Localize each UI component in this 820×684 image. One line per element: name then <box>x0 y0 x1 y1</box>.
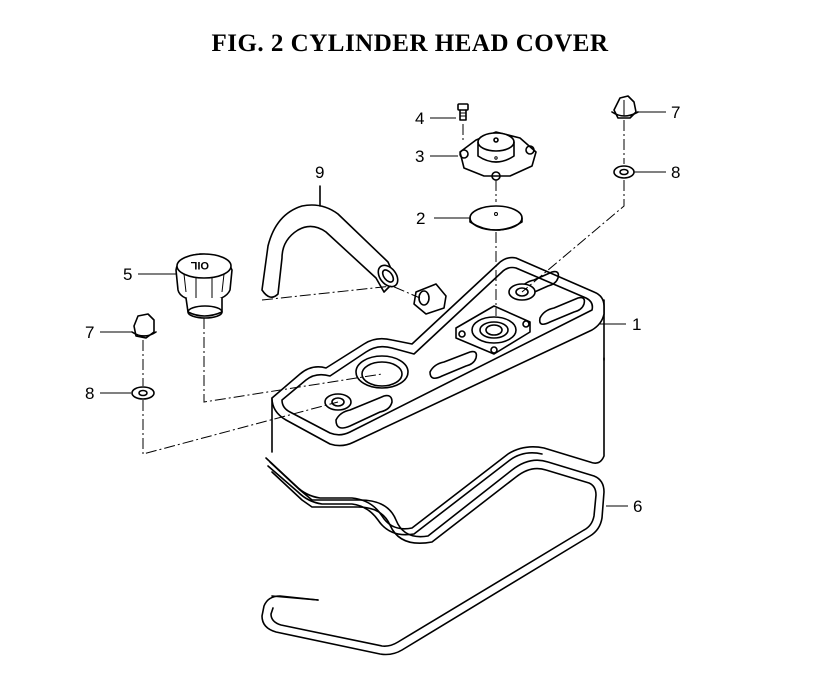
callout-8-left: 8 <box>85 384 94 403</box>
callout-4: 4 <box>415 109 424 128</box>
breather-cover-part-3 <box>459 131 537 181</box>
cylinder-head-cover-part-1 <box>265 256 605 536</box>
leader-lines <box>100 111 666 507</box>
cap-nut-right-part-7 <box>611 95 639 119</box>
gasket-part-6 <box>261 459 605 656</box>
callout-5: 5 <box>123 265 132 284</box>
callout-7-right: 7 <box>671 103 680 122</box>
washer-left-part-8 <box>131 386 155 400</box>
assembly-center-lines <box>142 120 625 455</box>
figure-title: FIG. 2 CYLINDER HEAD COVER <box>211 30 609 57</box>
oil-cap-marking: OIL <box>190 259 209 271</box>
cap-nut-left-part-7 <box>131 313 157 339</box>
callout-3: 3 <box>415 147 424 166</box>
diaphragm-part-2 <box>469 205 523 231</box>
breather-hose-part-9 <box>261 185 399 298</box>
callout-numbers: 1 2 3 4 5 6 7 7 8 8 9 <box>85 103 680 516</box>
oil-filler-cap-part-5: OIL <box>175 253 233 319</box>
washer-right-part-8 <box>613 165 635 179</box>
callout-7-left: 7 <box>85 323 94 342</box>
callout-8-right: 8 <box>671 163 680 182</box>
callout-1: 1 <box>632 315 641 334</box>
callout-2: 2 <box>416 209 425 228</box>
screw-part-4 <box>457 103 469 121</box>
callout-9: 9 <box>315 163 324 182</box>
callout-6: 6 <box>633 497 642 516</box>
